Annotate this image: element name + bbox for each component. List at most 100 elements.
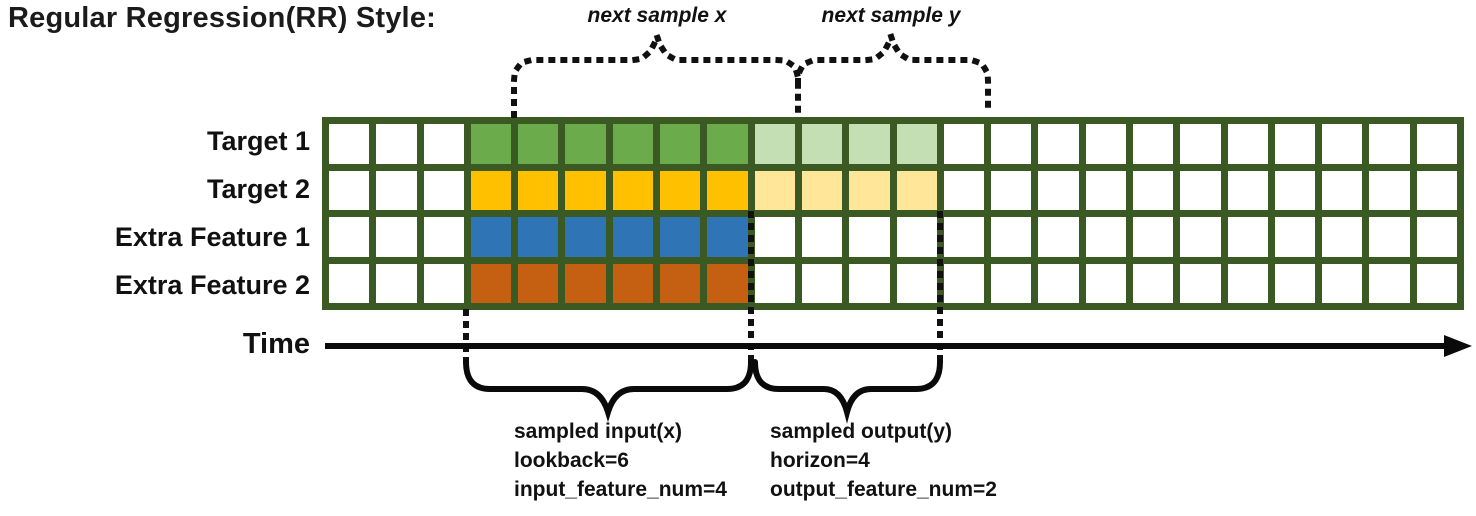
grid-cell [1227, 124, 1268, 164]
grid-cell [1227, 263, 1268, 303]
time-axis-label: Time [242, 328, 310, 360]
grid-cell [376, 263, 417, 303]
grid-cell [1322, 217, 1363, 257]
grid-cell [1132, 217, 1174, 257]
grid-cell [1038, 124, 1079, 164]
grid-cell [1369, 170, 1410, 210]
grid-cell [329, 263, 370, 303]
grid-cell [565, 217, 606, 257]
grid-cell [896, 263, 937, 303]
grid-cell [801, 263, 843, 303]
grid-cell [896, 124, 937, 164]
grid-cell [1132, 170, 1174, 210]
grid-cell [376, 217, 417, 257]
grid-cell [1416, 217, 1457, 257]
grid-cell [329, 217, 370, 257]
page-title: Regular Regression(RR) Style: [8, 2, 436, 34]
grid-cell [1038, 217, 1079, 257]
grid-cell [565, 263, 606, 303]
grid-cell [1180, 263, 1221, 303]
grid-cell [1274, 170, 1316, 210]
grid-cell [801, 170, 843, 210]
grid-cell [1274, 263, 1316, 303]
grid-cell [423, 217, 464, 257]
grid-cell [754, 170, 795, 210]
grid-cell [707, 263, 748, 303]
grid-cell [754, 217, 795, 257]
grid-cell [660, 124, 701, 164]
row-label-extra-feature-1: Extra Feature 1 [114, 222, 310, 253]
grid-cell [470, 263, 512, 303]
grid-cell [329, 170, 370, 210]
grid-cell [1038, 170, 1079, 210]
sampled-input-annotation: sampled input(x) lookback=6 input_featur… [514, 417, 727, 504]
grid-cell [423, 170, 464, 210]
sampled-input-title: sampled input(x) [514, 420, 683, 443]
input-feature-num: input_feature_num=4 [514, 478, 727, 501]
next-sample-y-label: next sample y [821, 4, 961, 27]
grid-cell [801, 124, 843, 164]
grid-cell [754, 263, 795, 303]
grid-cell [943, 124, 985, 164]
grid-cell [376, 124, 417, 164]
grid-cell [423, 124, 464, 164]
next-sample-x-label: next sample x [587, 4, 727, 27]
grid-cell [470, 217, 512, 257]
grid-cell [1132, 263, 1174, 303]
grid-cell [943, 170, 985, 210]
grid-cell [518, 124, 559, 164]
grid-cell [518, 263, 559, 303]
grid-cell [1085, 170, 1126, 210]
grid-cell [660, 217, 701, 257]
grid-cell [660, 170, 701, 210]
grid-cell [470, 124, 512, 164]
time-axis-arrowhead [1444, 335, 1472, 357]
sampled-output-brace [752, 359, 943, 424]
grid-cell [896, 217, 937, 257]
grid-cell [1416, 124, 1457, 164]
grid-cell [849, 217, 890, 257]
grid-cell [991, 263, 1032, 303]
grid-cell [1369, 217, 1410, 257]
next-sample-y-brace [794, 25, 991, 118]
grid-cell [707, 217, 748, 257]
grid-cell [1085, 263, 1126, 303]
grid-cell [1180, 124, 1221, 164]
grid-cell [849, 263, 890, 303]
timeseries-sample-grid [322, 117, 1464, 310]
grid-cell [329, 124, 370, 164]
row-label-target-2: Target 2 [206, 173, 310, 204]
row-labels: Target 1 Target 2 Extra Feature 1 Extra … [0, 117, 310, 310]
sampled-input-brace [463, 359, 754, 423]
grid-cell [1369, 124, 1410, 164]
lookback-value: lookback=6 [514, 449, 629, 472]
sampled-output-title: sampled output(y) [770, 420, 952, 443]
grid-cell [612, 170, 654, 210]
grid-cell [896, 170, 937, 210]
grid-cell [1274, 124, 1316, 164]
grid-cell [707, 170, 748, 210]
grid-cell [518, 170, 559, 210]
grid-cell [943, 217, 985, 257]
grid-cell [1322, 263, 1363, 303]
grid-cell [565, 170, 606, 210]
grid-cell [849, 124, 890, 164]
grid-cell [991, 217, 1032, 257]
grid-cell [991, 170, 1032, 210]
grid-cell [565, 124, 606, 164]
grid-cell [801, 217, 843, 257]
grid-cell [612, 217, 654, 257]
grid-cell [1180, 170, 1221, 210]
grid-cell [1085, 124, 1126, 164]
grid-cell [612, 263, 654, 303]
grid-cell [754, 124, 795, 164]
output-feature-num: output_feature_num=2 [770, 478, 997, 501]
grid-cell [1416, 170, 1457, 210]
grid-cell [376, 170, 417, 210]
row-label-extra-feature-2: Extra Feature 2 [114, 270, 310, 301]
grid-cell [1132, 124, 1174, 164]
grid-cell [1369, 263, 1410, 303]
grid-cell [1180, 217, 1221, 257]
grid-cell [423, 263, 464, 303]
grid-cell [991, 124, 1032, 164]
